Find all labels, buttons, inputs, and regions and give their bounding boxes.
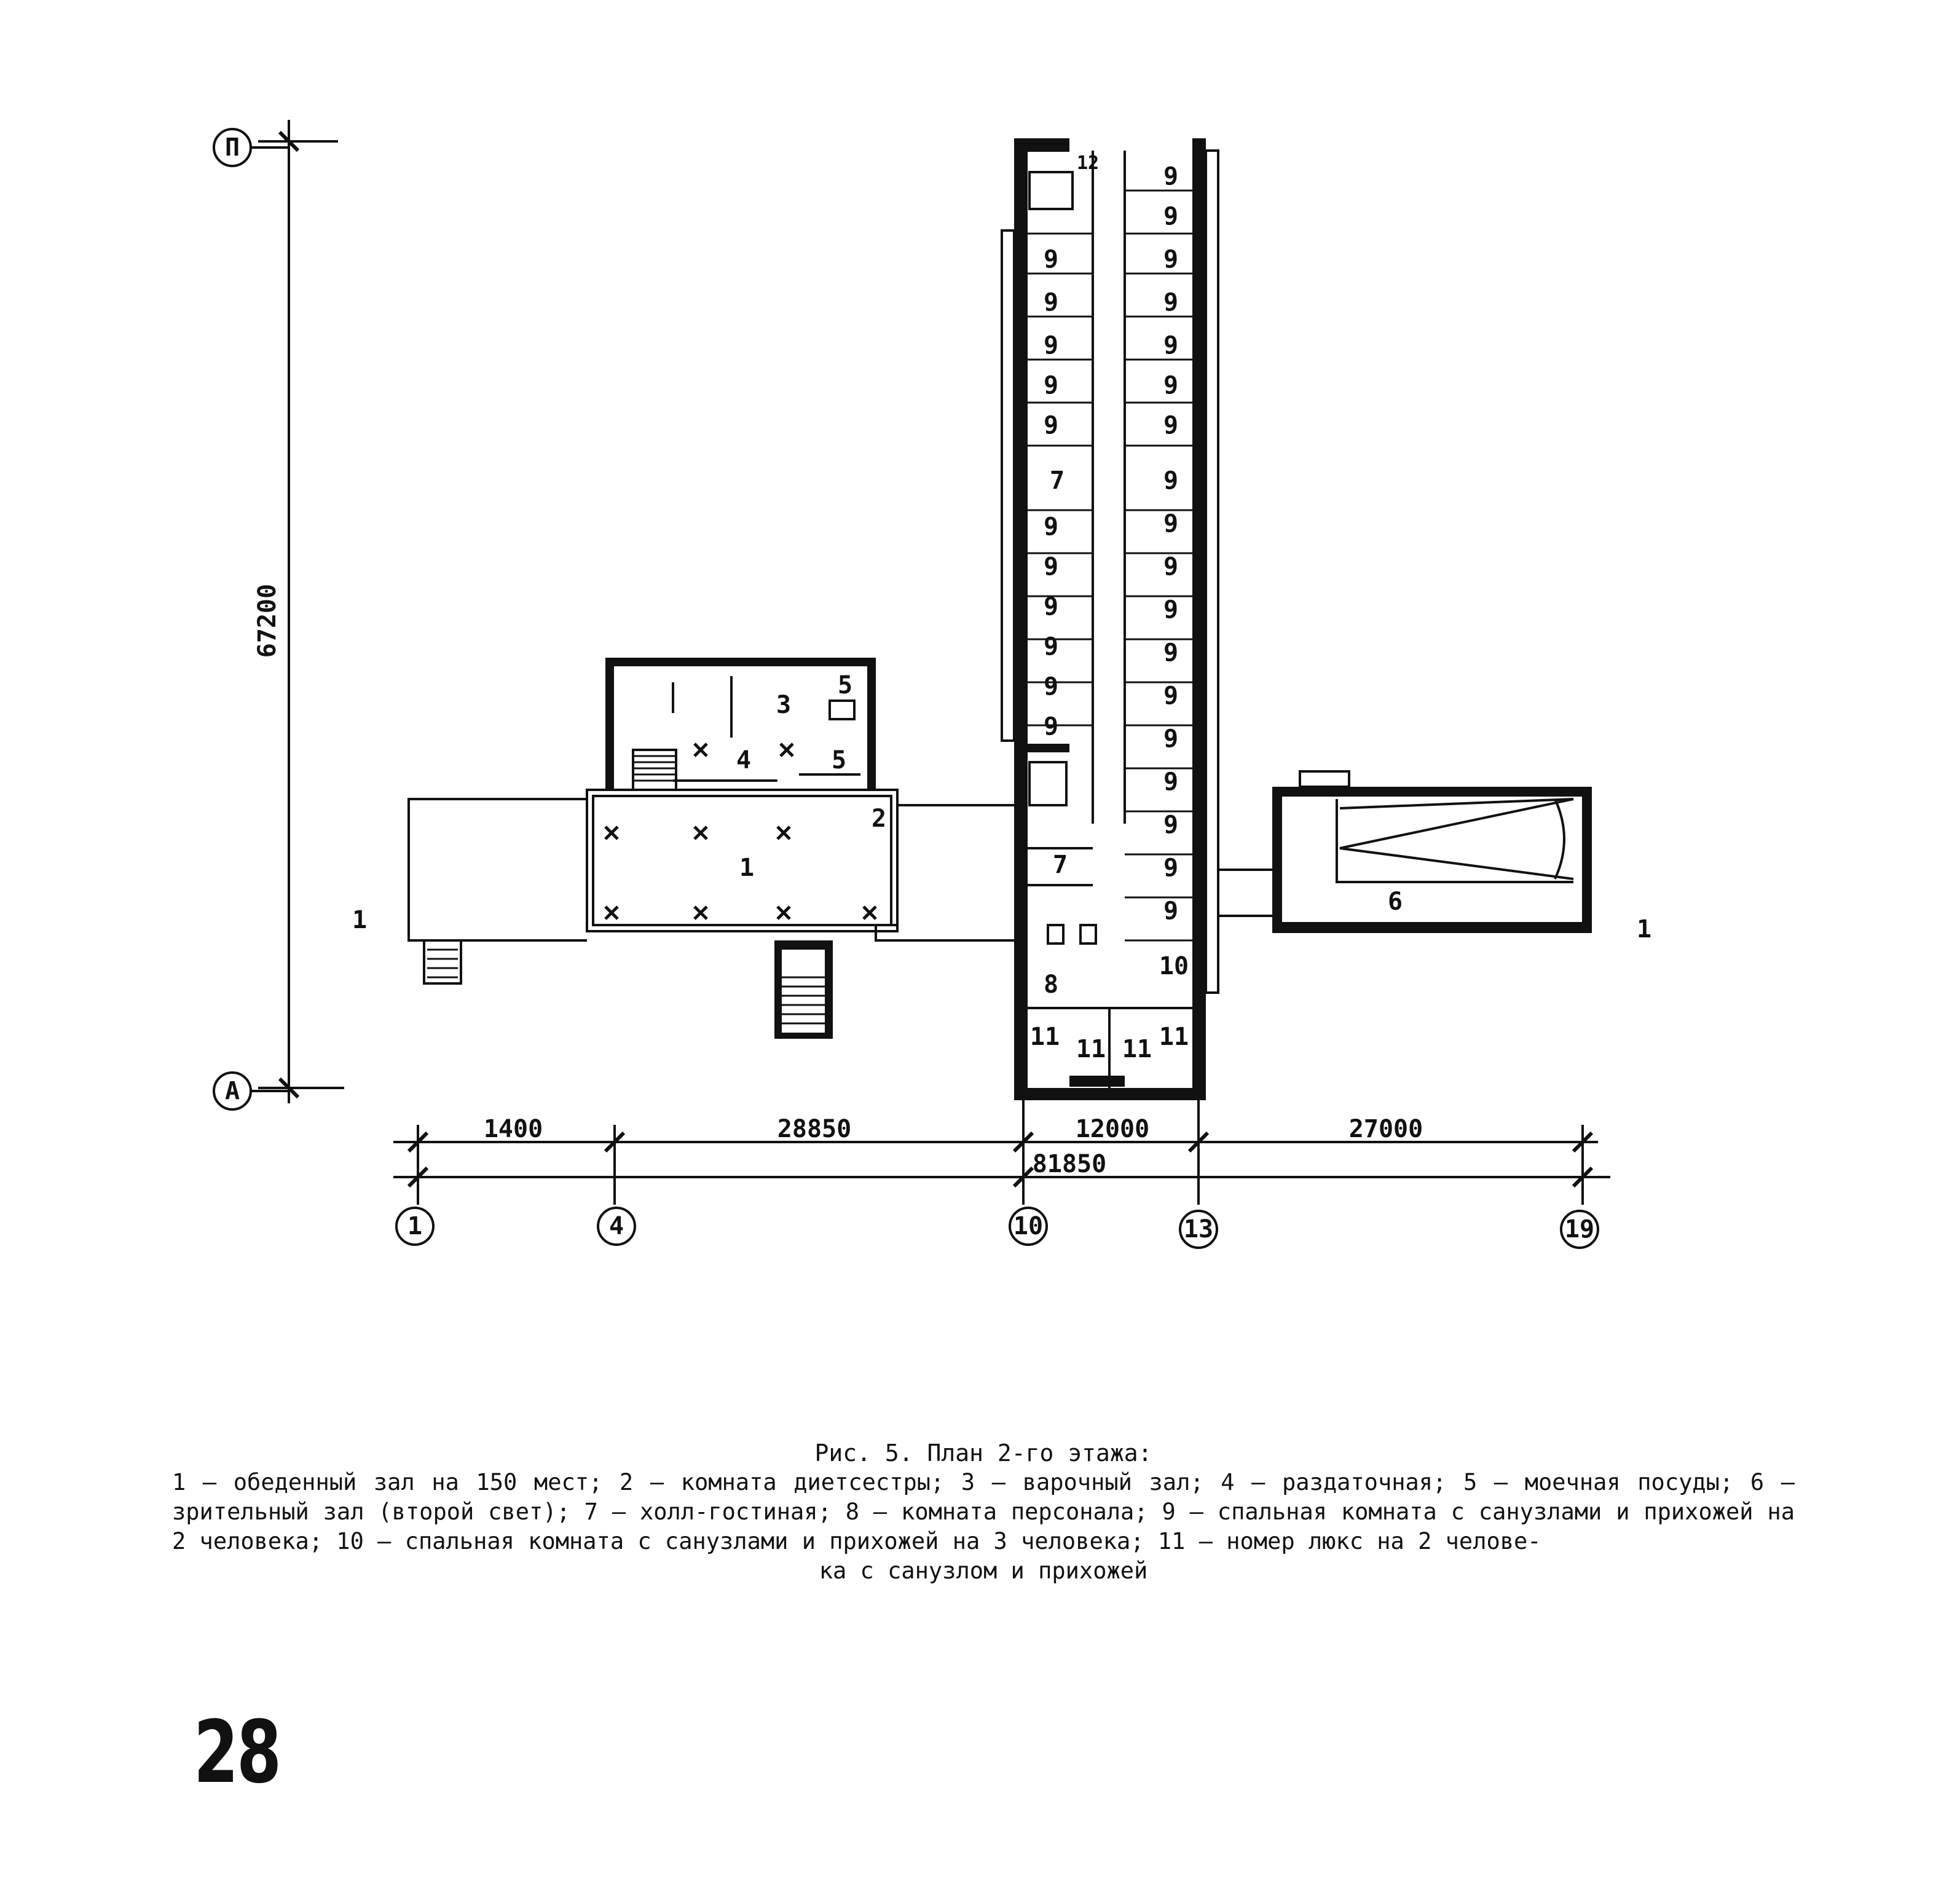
dim-segment-3: 12000 (1076, 1115, 1149, 1143)
room-label-9: 9 (1163, 510, 1178, 538)
room-label-2: 2 (872, 805, 886, 833)
room-label-9: 9 (1163, 725, 1178, 753)
dim-segment-1: 1400 (484, 1115, 543, 1143)
room-label-9: 9 (1163, 682, 1178, 710)
caption-title: Рис. 5. План 2-го этажа: (814, 1440, 1152, 1467)
room-label-9: 9 (1044, 632, 1058, 661)
room-label-9: 9 (1163, 411, 1178, 439)
room-label-9: 9 (1163, 854, 1178, 882)
dim-segment-4: 27000 (1349, 1115, 1423, 1143)
room-label-11d: 11 (1159, 1023, 1189, 1051)
room-label-9: 9 (1163, 768, 1178, 796)
room-label-1: 1 (739, 854, 754, 882)
room-label-11c: 11 (1122, 1035, 1152, 1063)
room-label-9: 9 (1163, 467, 1178, 495)
room-label-9: 9 (1163, 639, 1178, 667)
room-label-9: 9 (1163, 897, 1178, 925)
dim-segment-2: 28850 (777, 1115, 851, 1143)
room-label-7a: 7 (1050, 467, 1065, 495)
room-label-9: 9 (1044, 672, 1058, 701)
room-label-9: 9 (1163, 245, 1178, 274)
room-label-11b: 11 (1076, 1035, 1106, 1063)
room-label-9: 9 (1044, 513, 1058, 541)
room-label-9: 9 (1163, 596, 1178, 624)
room-label-9: 9 (1044, 331, 1058, 360)
room-label-9: 9 (1163, 202, 1178, 230)
axis-label-1: 1 (407, 1212, 422, 1240)
axis-label-p: П (225, 133, 240, 162)
figure-caption: Рис. 5. План 2-го этажа: 1 – обеденный з… (172, 1438, 1795, 1586)
room-label-9: 9 (1163, 162, 1178, 191)
dim-total: 81850 (1033, 1150, 1106, 1178)
room-label-6: 6 (1388, 888, 1403, 916)
axis-label-4: 4 (609, 1212, 624, 1240)
room-label-9: 9 (1044, 593, 1058, 621)
room-label-5: 5 (832, 746, 846, 774)
floor-plan-drawing: П А 1 4 10 13 19 1400 28850 12000 27000 … (213, 120, 1651, 1249)
room-label-9: 9 (1163, 371, 1178, 400)
room-label-9: 9 (1163, 331, 1178, 360)
room-label-9: 9 (1163, 288, 1178, 317)
page-number: 28 (194, 1703, 281, 1803)
axis-label-13: 13 (1184, 1215, 1213, 1243)
axis-label-10: 10 (1013, 1212, 1043, 1240)
axis-label-a: А (225, 1077, 240, 1105)
dim-overall-height: 67200 (253, 584, 281, 658)
room-label-9: 9 (1044, 371, 1058, 400)
room-label-9: 9 (1044, 411, 1058, 439)
caption-legend: 1 – обеденный зал на 150 мест; 2 – комна… (172, 1469, 1795, 1554)
room-label-11a: 11 (1030, 1023, 1060, 1051)
section-mark-right: 1 (1637, 915, 1651, 944)
room-label-5b: 5 (838, 671, 852, 699)
room-label-8: 8 (1044, 971, 1058, 999)
room-label-9: 9 (1163, 811, 1178, 839)
room-label-9: 9 (1044, 553, 1058, 581)
room-label-4: 4 (736, 746, 751, 774)
room-label-9: 9 (1044, 288, 1058, 317)
room-label-12: 12 (1077, 152, 1099, 174)
room-label-10: 10 (1159, 952, 1189, 980)
room-label-9: 9 (1163, 553, 1178, 581)
room-label-9: 9 (1044, 712, 1058, 741)
room-label-7b: 7 (1053, 851, 1068, 879)
section-mark-left: 1 (352, 906, 367, 934)
room-label-3: 3 (776, 691, 791, 719)
axis-label-19: 19 (1565, 1215, 1594, 1243)
room-label-9: 9 (1044, 245, 1058, 274)
caption-legend-end: ка с санузлом и прихожей (819, 1558, 1148, 1584)
